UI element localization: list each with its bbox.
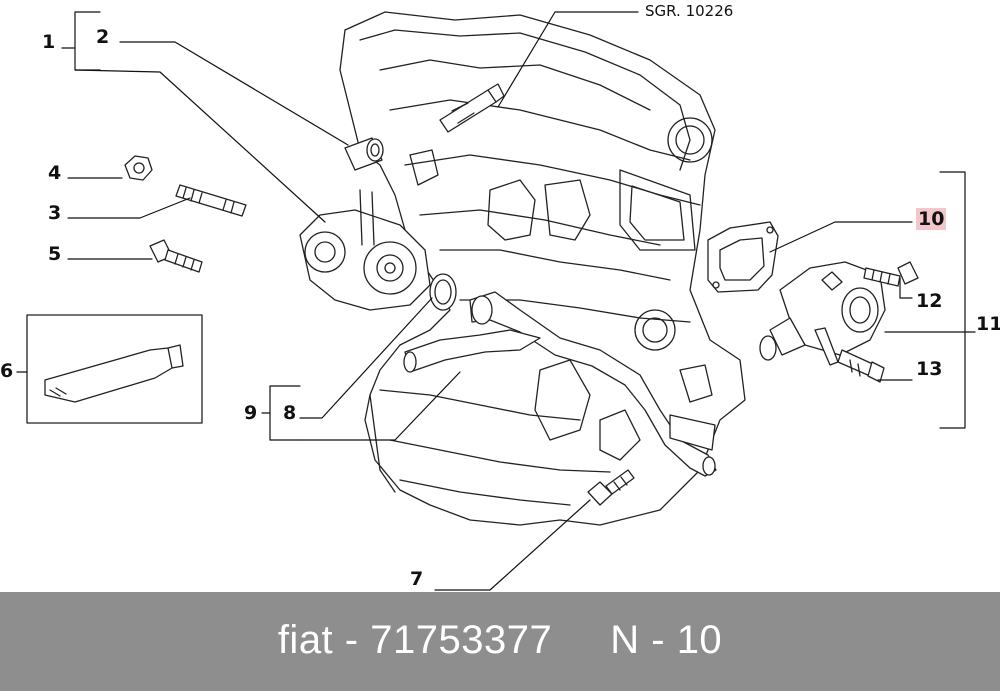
callout-10: 10 — [916, 208, 947, 230]
callout-3: 3 — [48, 202, 62, 224]
water-pump — [299, 189, 431, 311]
engine-cooling-diagram — [16, 11, 976, 591]
leader-lines — [16, 11, 976, 591]
callout-5: 5 — [48, 243, 62, 265]
callout-7: 7 — [410, 568, 424, 590]
bolt-part — [149, 239, 203, 273]
coolant-sensor — [837, 349, 885, 383]
callout-2: 2 — [96, 26, 110, 48]
callout-12: 12 — [916, 290, 943, 312]
sealant-box — [26, 314, 203, 424]
sensor-reference: SGR. 10226 — [645, 2, 734, 20]
callout-1: 1 — [42, 31, 56, 53]
callout-6: 6 — [0, 360, 14, 382]
callout-10-text: 10 — [916, 208, 947, 230]
thermostat-housing — [759, 261, 886, 366]
callout-9: 9 — [244, 402, 258, 424]
gasket-ring — [429, 273, 457, 311]
bushing-part — [344, 137, 384, 171]
part-number-footer: fiat - 71753377 N - 10 — [0, 592, 1000, 691]
stud-part — [175, 184, 247, 217]
thermostat-gasket — [707, 221, 779, 293]
pipe-bolt — [587, 469, 635, 506]
engine-block — [339, 11, 746, 526]
part-number-text: fiat - 71753377 N - 10 — [277, 618, 723, 662]
nut-part — [124, 155, 153, 181]
housing-bolt — [863, 261, 919, 287]
coolant-pipe — [403, 291, 717, 477]
callout-8: 8 — [283, 402, 297, 424]
callout-11: 11 — [976, 313, 1000, 335]
temperature-sensor — [439, 83, 505, 133]
callout-13: 13 — [916, 358, 943, 380]
callout-4: 4 — [48, 162, 62, 184]
